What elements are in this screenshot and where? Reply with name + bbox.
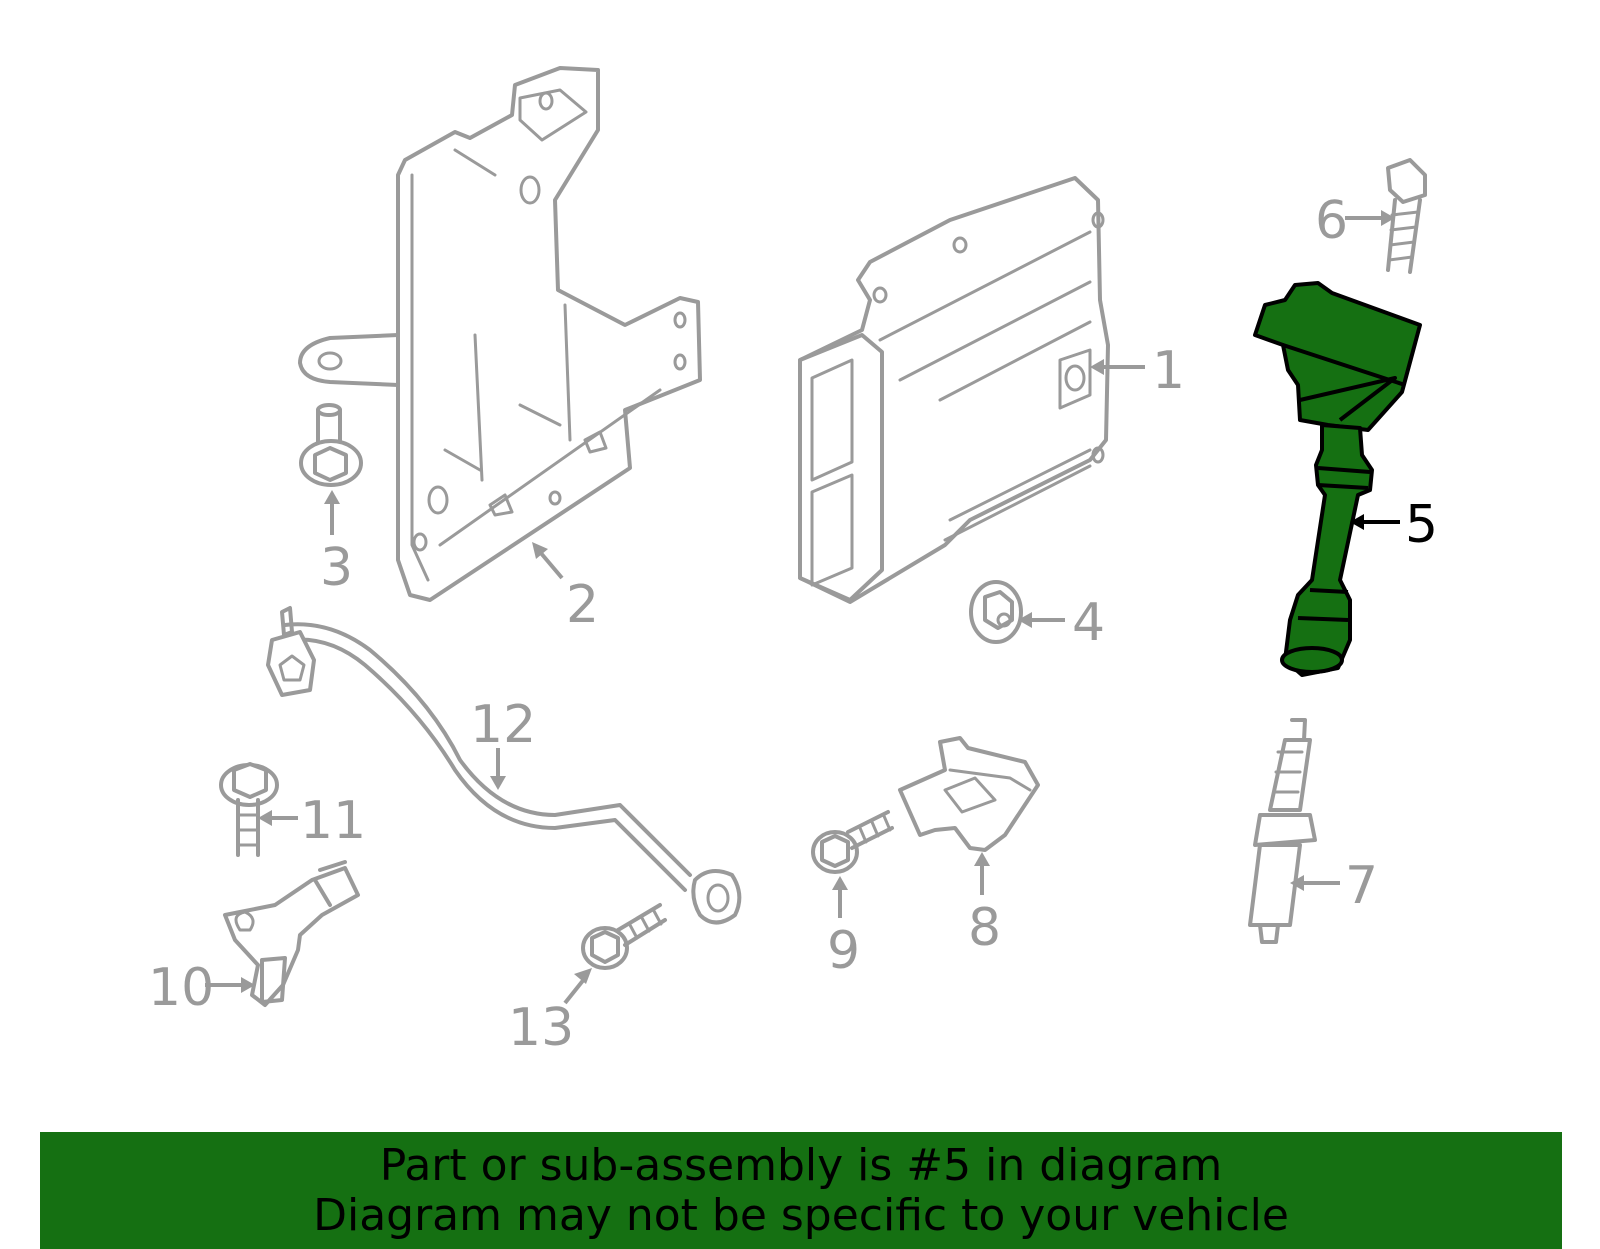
callout-3: 3 — [320, 538, 353, 598]
callout-7: 7 — [1345, 856, 1378, 916]
part-12-sensor-wire[interactable] — [266, 606, 742, 925]
callout-2: 2 — [566, 575, 599, 635]
callout-1: 1 — [1152, 341, 1185, 401]
part-6-bolt[interactable] — [1386, 158, 1427, 274]
part-8-sensor[interactable] — [898, 736, 1040, 852]
callout-4: 4 — [1072, 593, 1105, 653]
callout-8: 8 — [968, 898, 1001, 958]
callout-13: 13 — [508, 998, 574, 1058]
callout-9: 9 — [827, 921, 860, 981]
callout-5: 5 — [1405, 495, 1438, 555]
banner-line-1: Part or sub-assembly is #5 in diagram — [379, 1139, 1223, 1191]
info-banner: Part or sub-assembly is #5 in diagram Di… — [40, 1132, 1562, 1249]
leader-lines — [205, 210, 1400, 1005]
callout-12: 12 — [470, 695, 536, 755]
callout-6: 6 — [1315, 191, 1348, 251]
part-3-bolt[interactable] — [299, 403, 363, 487]
part-7-spark-plug[interactable] — [1248, 718, 1317, 944]
parts-diagram: 1 2 3 4 5 6 7 8 9 10 11 12 13 — [148, 66, 1438, 1058]
part-9-bolt[interactable] — [811, 810, 894, 874]
part-5-ignition-coil[interactable] — [1253, 281, 1422, 677]
callout-10: 10 — [148, 958, 214, 1018]
part-2-bracket[interactable] — [298, 66, 702, 602]
part-4-nut[interactable] — [969, 580, 1023, 644]
part-13-bolt[interactable] — [581, 903, 667, 970]
callout-11: 11 — [300, 791, 366, 851]
part-11-bolt[interactable] — [219, 762, 279, 857]
part-1-ecu[interactable] — [798, 176, 1110, 604]
part-10-sensor[interactable] — [223, 860, 360, 1007]
banner-line-2: Diagram may not be specific to your vehi… — [313, 1189, 1289, 1241]
callout-labels: 1 2 3 4 5 6 7 8 9 10 11 12 13 — [148, 191, 1438, 1058]
